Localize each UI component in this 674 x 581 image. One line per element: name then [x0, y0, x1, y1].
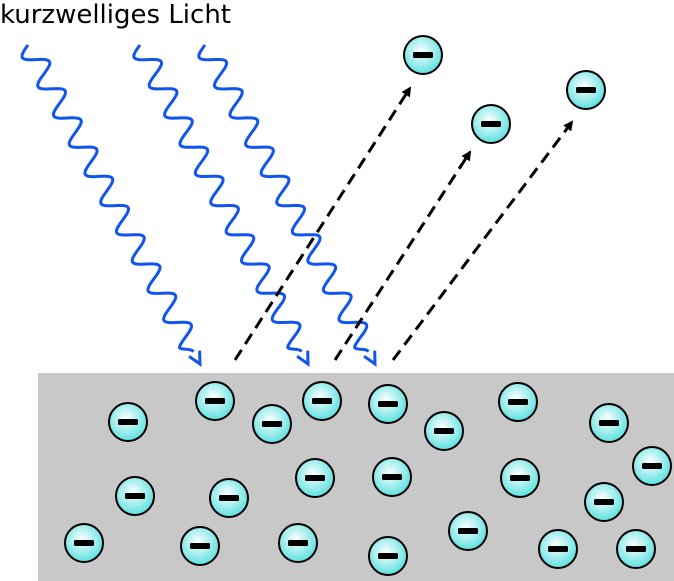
surface-electron — [500, 458, 540, 498]
surface-electron — [372, 457, 412, 497]
surface-electron — [424, 411, 464, 451]
minus-sign-icon — [118, 419, 138, 425]
minus-sign-icon — [434, 428, 454, 434]
surface-electron — [108, 402, 148, 442]
minus-sign-icon — [481, 121, 501, 127]
diagram-title: kurzwelliges Licht — [0, 0, 231, 30]
minus-sign-icon — [382, 474, 402, 480]
emission-paths-group — [233, 86, 574, 361]
minus-sign-icon — [262, 421, 282, 427]
minus-sign-icon — [312, 398, 332, 404]
minus-sign-icon — [74, 540, 94, 546]
surface-electron — [278, 523, 318, 563]
emission-path-2 — [333, 150, 472, 361]
emitted-electron-1 — [403, 35, 443, 75]
light-wave-3 — [197, 44, 370, 353]
minus-sign-icon — [305, 475, 325, 481]
emitted-electron-3 — [566, 70, 606, 110]
minus-sign-icon — [288, 540, 308, 546]
surface-electron — [538, 529, 578, 569]
electrons-group — [64, 35, 672, 576]
surface-electron — [252, 404, 292, 444]
surface-electron — [498, 382, 538, 422]
surface-electron — [584, 482, 624, 522]
minus-sign-icon — [626, 546, 646, 552]
light-wave-2 — [132, 44, 303, 353]
surface-electron — [180, 526, 220, 566]
minus-sign-icon — [458, 528, 478, 534]
surface-electron — [632, 446, 672, 486]
light-wave-arrowhead-3 — [363, 350, 377, 367]
surface-electron — [115, 476, 155, 516]
emission-path-1 — [233, 86, 412, 361]
surface-electron — [368, 384, 408, 424]
minus-sign-icon — [378, 553, 398, 559]
surface-electron — [209, 478, 249, 518]
surface-electron — [64, 523, 104, 563]
surface-electron — [295, 458, 335, 498]
surface-electron — [448, 511, 488, 551]
minus-sign-icon — [642, 463, 662, 469]
minus-sign-icon — [205, 398, 225, 404]
minus-sign-icon — [576, 87, 596, 93]
minus-sign-icon — [125, 493, 145, 499]
minus-sign-icon — [219, 495, 239, 501]
light-waves-group — [20, 44, 377, 367]
minus-sign-icon — [190, 543, 210, 549]
minus-sign-icon — [508, 399, 528, 405]
surface-electron — [589, 403, 629, 443]
surface-electron — [302, 381, 342, 421]
minus-sign-icon — [548, 546, 568, 552]
minus-sign-icon — [594, 499, 614, 505]
light-wave-1 — [20, 44, 195, 353]
surface-electron — [195, 381, 235, 421]
light-wave-arrowhead-2 — [296, 350, 310, 367]
emitted-electron-2 — [471, 104, 511, 144]
surface-electron — [368, 536, 408, 576]
minus-sign-icon — [378, 401, 398, 407]
minus-sign-icon — [510, 475, 530, 481]
minus-sign-icon — [599, 420, 619, 426]
emission-path-3 — [391, 120, 574, 361]
light-wave-arrowhead-1 — [188, 350, 202, 367]
surface-electron — [616, 529, 656, 569]
minus-sign-icon — [413, 52, 433, 58]
